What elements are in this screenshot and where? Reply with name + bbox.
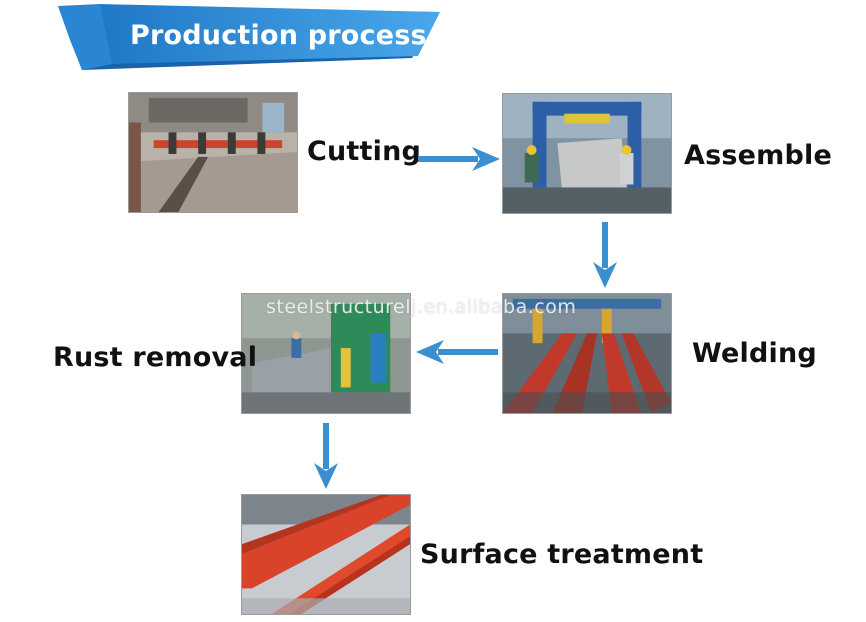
step-label-surface-treatment: Surface treatment (420, 539, 704, 570)
step-label-welding: Welding (692, 338, 817, 369)
arrow-icon (418, 147, 500, 171)
banner-shape (58, 4, 440, 70)
step-label-rust-removal: Rust removal (53, 342, 258, 373)
arrow-icon (314, 423, 338, 489)
step-label-assemble: Assemble (684, 140, 832, 171)
arrow-icon (593, 222, 617, 288)
arrow-icon (416, 340, 498, 364)
welding-photo (502, 293, 672, 414)
rust-removal-photo (241, 293, 411, 414)
surface-treatment-photo (241, 494, 411, 615)
step-label-cutting: Cutting (307, 136, 422, 167)
cutting-photo (128, 92, 298, 213)
page-title: Production process (130, 20, 427, 51)
assemble-photo (502, 93, 672, 214)
header-banner: Production process (0, 0, 460, 80)
watermark: steelstructurelj.en.alibaba.com (266, 296, 577, 318)
